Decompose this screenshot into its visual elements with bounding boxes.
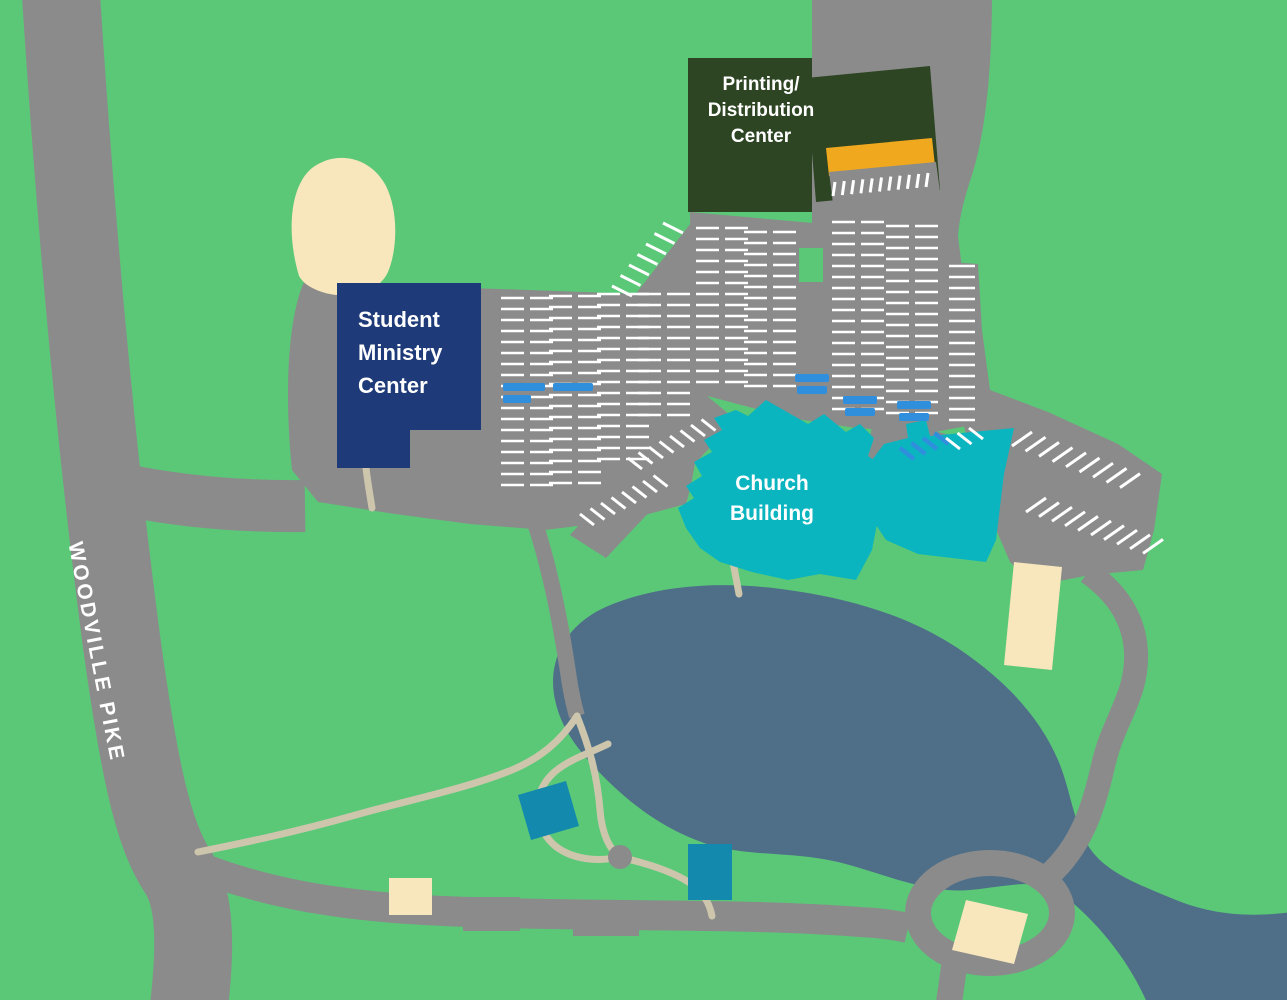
- parking-stripes: [949, 264, 975, 422]
- angled-parking-stripes: [611, 221, 684, 298]
- right-parking-lot: [952, 262, 1162, 586]
- field-building-south: [389, 878, 432, 915]
- angled-parking-stripes: [945, 426, 984, 451]
- roadside-building: [463, 897, 520, 931]
- small-building: [518, 781, 579, 840]
- path-circle-node: [608, 845, 632, 869]
- field-area-northwest: [291, 157, 396, 296]
- student-ministry-center-shape: [337, 283, 481, 468]
- angled-parking-stripes: [1025, 496, 1164, 555]
- printing-parking-strip: [829, 162, 940, 204]
- field-area-east: [1004, 562, 1062, 670]
- angled-parking-stripes: [1011, 430, 1141, 489]
- walking-path: [729, 558, 743, 598]
- parking-stripes: [549, 294, 601, 485]
- roadside-building: [573, 903, 639, 936]
- parking-stripes: [744, 230, 796, 388]
- walking-path: [362, 464, 376, 512]
- angled-parking-stripes: [579, 474, 669, 527]
- church-west-drive: [570, 390, 736, 558]
- parking-stripes: [638, 292, 690, 417]
- roundabout-road: [905, 850, 1075, 976]
- accessible-parking-marks: [503, 374, 931, 421]
- walking-path: [573, 712, 624, 861]
- south-road: [143, 831, 912, 943]
- printing-parking-ticks: [831, 172, 930, 197]
- pond: [553, 585, 1287, 1000]
- entrance-road: [83, 456, 306, 533]
- upper-parking-lot: [690, 212, 972, 433]
- printing-distribution-center-shape: [688, 58, 812, 212]
- parking-stripes: [696, 226, 748, 384]
- parking-stripes: [597, 292, 649, 461]
- accessible-angled-stripes: [898, 431, 950, 461]
- angled-parking-stripes: [627, 418, 717, 471]
- church-building-shape: [678, 400, 886, 580]
- east-road: [1039, 562, 1149, 885]
- small-building: [688, 844, 732, 900]
- parking-stripes: [501, 296, 553, 487]
- woodville-pike-road: [22, 0, 233, 1000]
- parking-stripes: [832, 220, 884, 411]
- field-building-roundabout: [952, 900, 1028, 964]
- walking-path: [194, 712, 581, 856]
- south-drive: [528, 523, 585, 719]
- roundabout-spur: [936, 958, 968, 1000]
- parking-stripes: [886, 224, 938, 415]
- parking-green-island: [799, 248, 823, 282]
- church-building-east-wing: [862, 420, 1014, 562]
